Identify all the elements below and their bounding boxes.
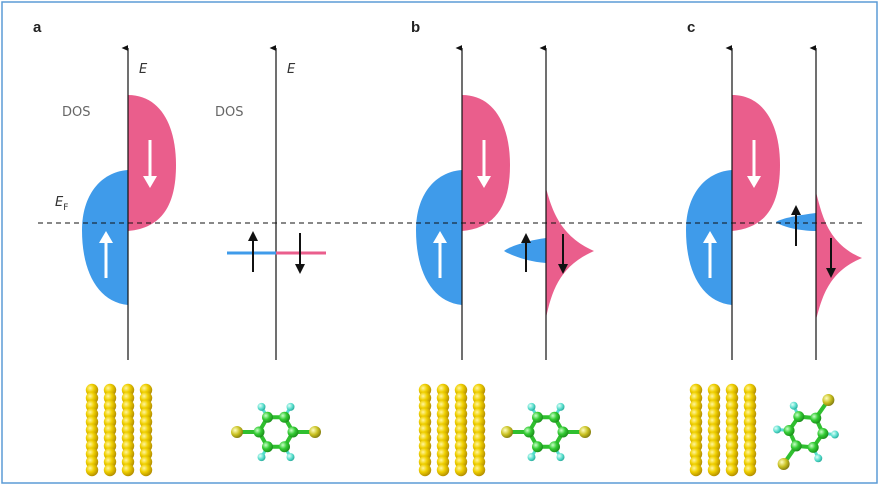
spin-down-arrow-icon <box>143 140 157 188</box>
sulfur-atom <box>501 426 513 438</box>
energy-axis-label-2: E <box>287 62 296 77</box>
panel-b <box>416 45 594 360</box>
carbon-atom <box>557 426 569 438</box>
fermi-level-label: EF <box>55 195 68 213</box>
gold-atom <box>85 463 99 477</box>
panel-label-a: a <box>33 19 42 36</box>
sulfur-atom <box>309 426 321 438</box>
hydrogen-atom <box>286 453 295 462</box>
benzene-molecule-icon <box>231 402 321 462</box>
hydrogen-atom <box>527 453 536 462</box>
sulfur-atom <box>822 394 835 407</box>
gold-atom <box>743 463 757 477</box>
panel-c <box>686 45 862 360</box>
carbon-atom <box>262 411 273 423</box>
spin-down-molecular-peak <box>816 192 862 320</box>
spin-down-dos-band <box>128 95 176 231</box>
spin-down-dos-band <box>732 95 780 231</box>
carbon-atom <box>807 441 819 453</box>
hydrogen-atom <box>814 454 823 463</box>
carbon-atom <box>817 427 829 439</box>
hydrogen-atom <box>773 425 782 434</box>
spin-down-molecular-peak <box>546 188 594 318</box>
gold-atom <box>707 463 721 477</box>
gold-atom <box>689 463 703 477</box>
gold-atom <box>472 463 486 477</box>
gold-electrode-icon <box>418 383 486 477</box>
panel-a: E DOS EF E DOS <box>55 45 326 360</box>
spin-up-arrow-icon <box>248 231 258 272</box>
gold-atom <box>103 463 117 477</box>
hydrogen-atom <box>556 453 565 462</box>
gold-electrode-icon <box>85 383 153 477</box>
carbon-atom <box>549 411 560 423</box>
carbon-atom <box>793 411 805 423</box>
sulfur-atom <box>579 426 591 438</box>
spin-down-arrow-icon <box>477 140 491 188</box>
hydrogen-atom <box>556 402 565 411</box>
carbon-atom <box>783 425 795 437</box>
hydrogen-atom <box>286 402 295 411</box>
dos-label-1: DOS <box>62 105 91 120</box>
gold-atom <box>418 463 432 477</box>
spin-up-arrow-icon <box>521 233 531 272</box>
carbon-atom <box>790 440 802 452</box>
hydrogen-atom <box>789 401 798 410</box>
carbon-atom <box>279 441 290 453</box>
gold-atom <box>121 463 135 477</box>
sulfur-atom <box>777 457 790 470</box>
energy-axis-label-1: E <box>139 62 148 77</box>
carbon-atom <box>523 426 535 438</box>
carbon-atom <box>532 411 543 423</box>
spin-up-arrow-icon <box>99 231 113 278</box>
hydrogen-atom <box>830 430 839 439</box>
spin-up-arrow-icon <box>433 231 447 278</box>
hydrogen-atom <box>257 453 266 462</box>
spin-down-arrow-icon <box>826 238 836 278</box>
spin-down-dos-band <box>462 95 510 231</box>
sulfur-atom <box>231 426 243 438</box>
carbon-atom <box>549 441 560 453</box>
panel-label-c: c <box>687 19 695 36</box>
gold-atom <box>454 463 468 477</box>
spin-up-arrow-icon <box>703 231 717 278</box>
spin-down-arrow-icon <box>295 233 305 274</box>
spin-down-arrow-icon <box>558 234 568 274</box>
carbon-atom <box>253 426 265 438</box>
gold-atom <box>139 463 153 477</box>
gold-atom <box>436 463 450 477</box>
panel-label-b: b <box>411 19 420 36</box>
carbon-atom <box>810 412 822 424</box>
hydrogen-atom <box>257 402 266 411</box>
spin-down-arrow-icon <box>747 140 761 188</box>
carbon-atom <box>262 441 273 453</box>
carbon-atom <box>279 411 290 423</box>
carbon-atom <box>287 426 299 438</box>
gold-atom <box>725 463 739 477</box>
benzene-molecule-icon <box>773 394 839 470</box>
gold-electrode-icon <box>689 383 757 477</box>
dos-label-2: DOS <box>215 105 244 120</box>
hydrogen-atom <box>527 402 536 411</box>
carbon-atom <box>532 441 543 453</box>
benzene-molecule-icon <box>501 402 591 462</box>
spin-up-arrow-icon <box>791 205 801 246</box>
